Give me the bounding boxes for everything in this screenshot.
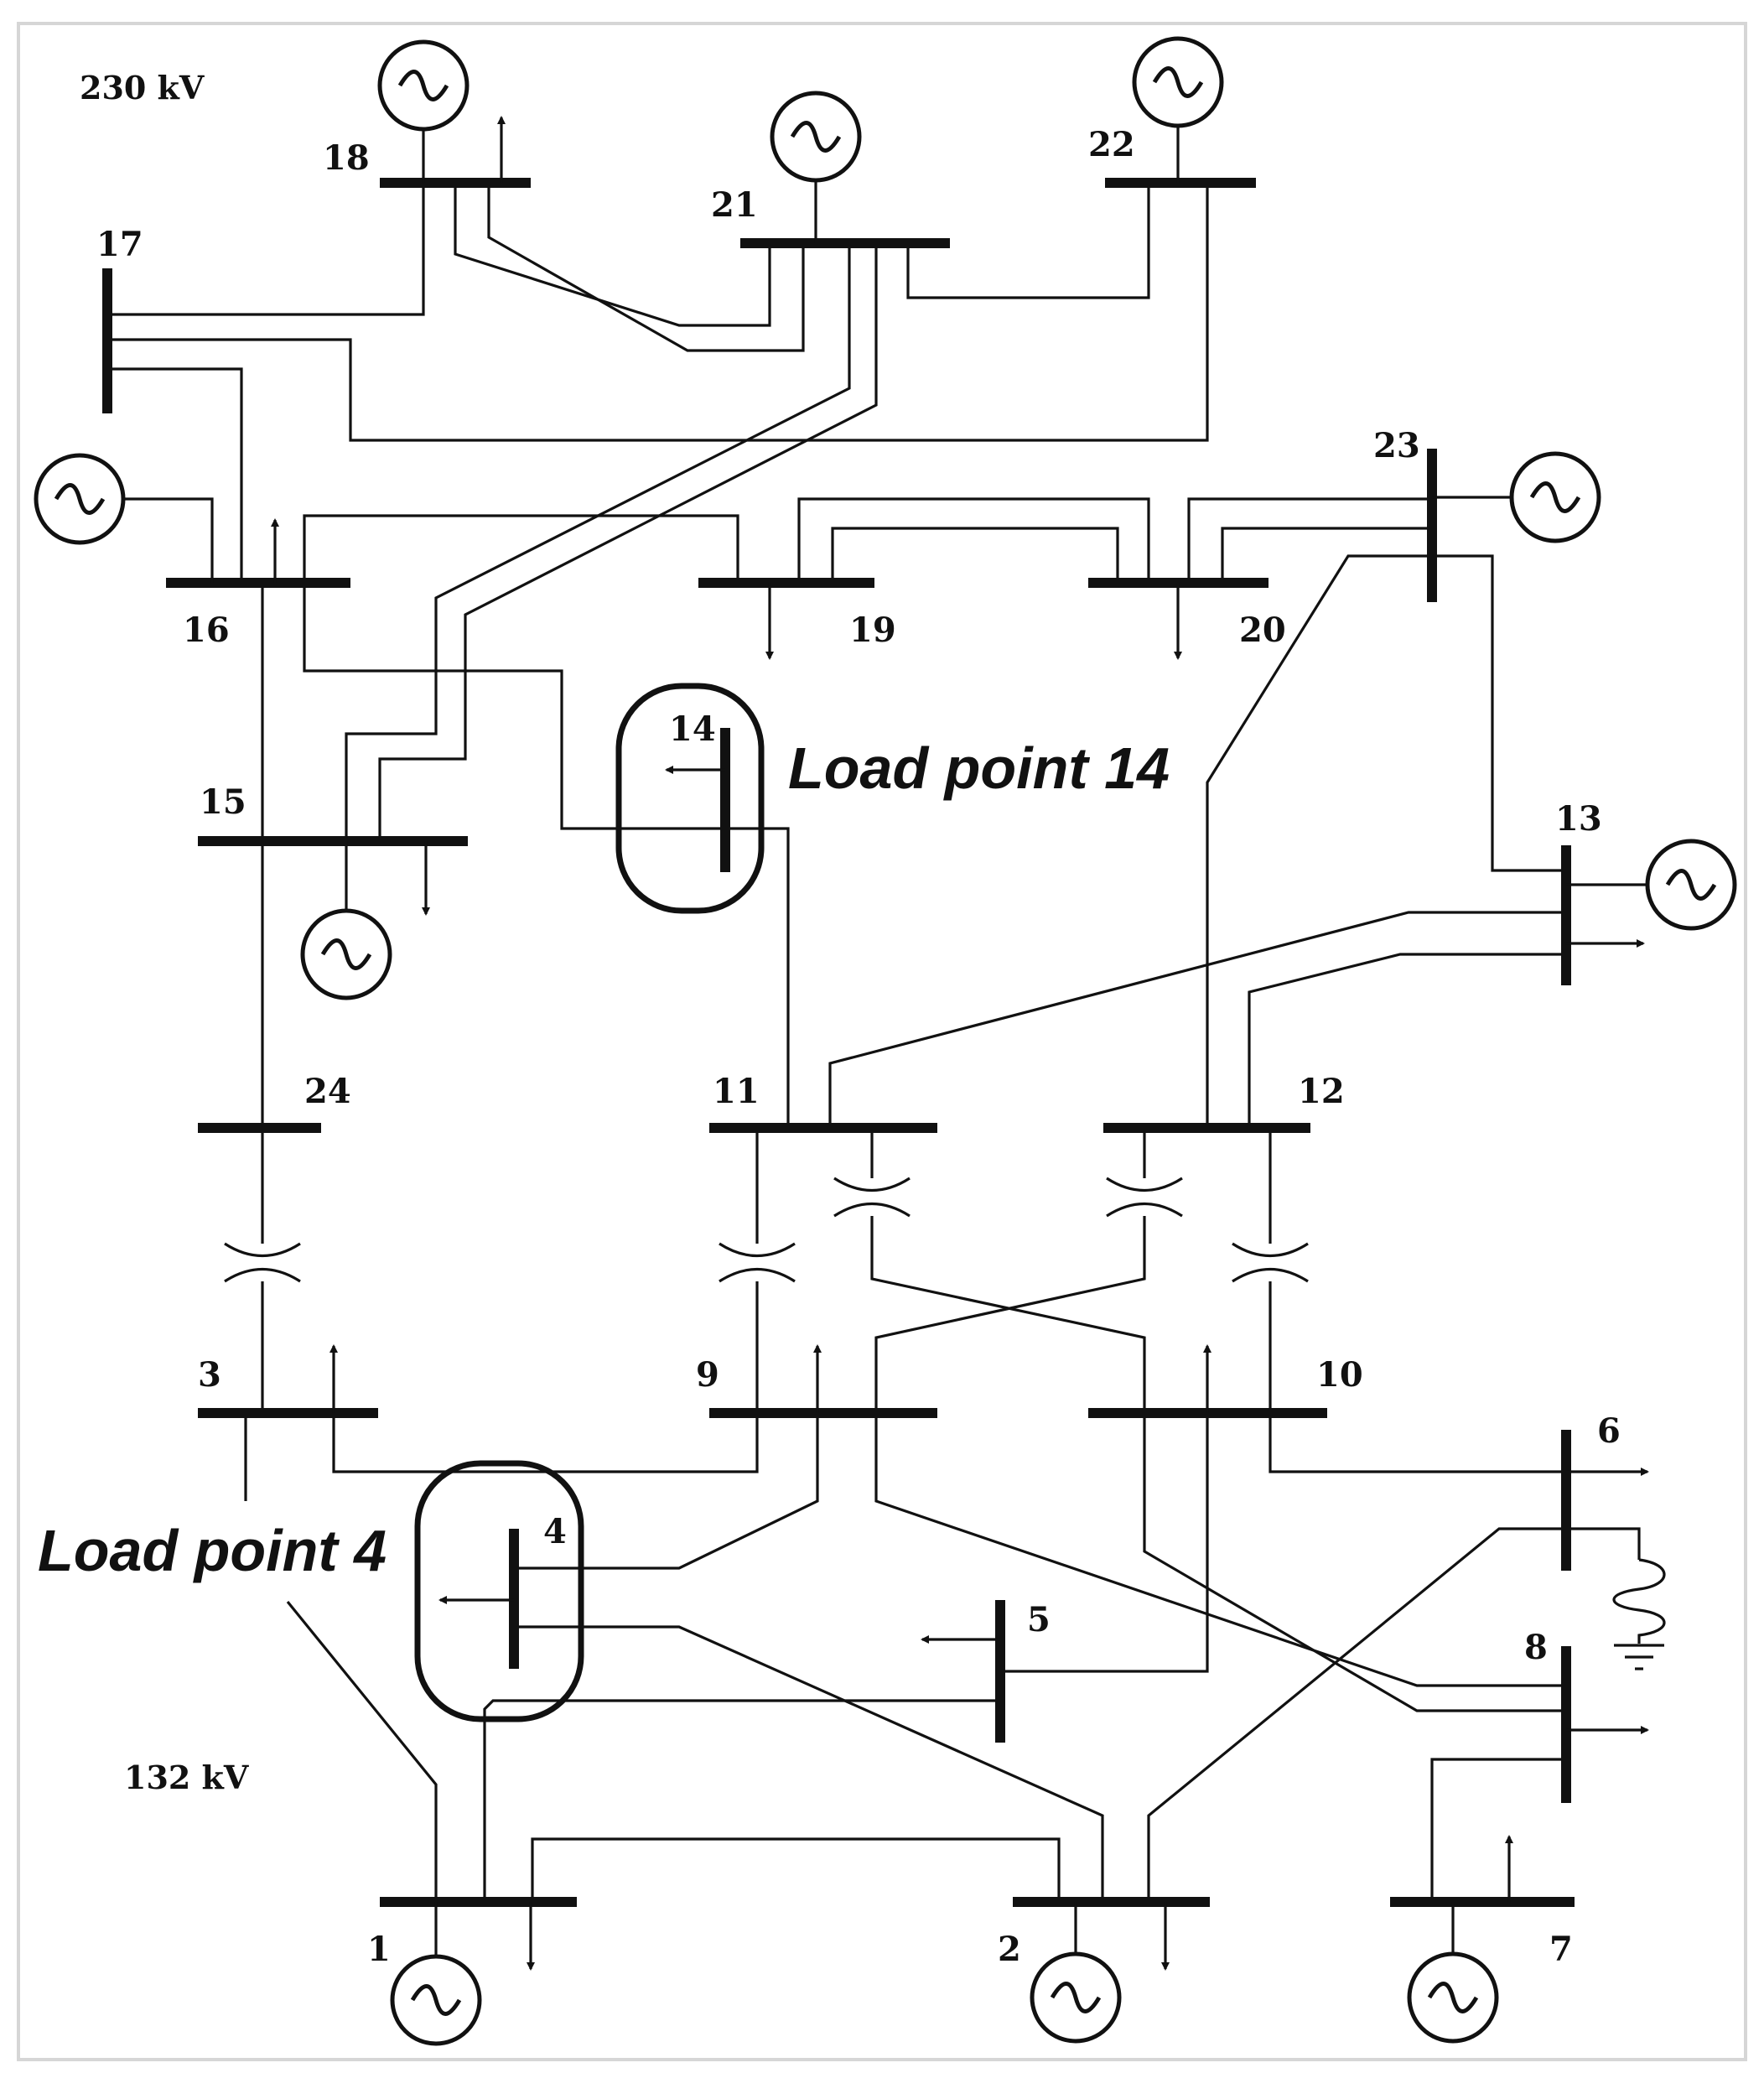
line-19-20-b: [831, 527, 1119, 583]
line-10-8: [1143, 1413, 1566, 1712]
transformer-icon: [719, 1242, 796, 1283]
line-14-11: [725, 827, 790, 1128]
line-9-8: [874, 1413, 1566, 1687]
line-4-2: [514, 1625, 1104, 1902]
bus-label-19: 19: [849, 610, 896, 650]
line-18-21-b: [487, 183, 805, 352]
line-16-19: [303, 514, 739, 583]
generator-icon: [770, 91, 862, 243]
bus-label-17: 17: [96, 225, 143, 264]
bus-label-14: 14: [669, 709, 716, 749]
line-17-18: [107, 183, 425, 316]
transformer-icon: [224, 1242, 301, 1283]
highlight-load-point-4: [414, 1460, 584, 1722]
load-arrows: [271, 116, 1649, 1971]
bus-label-7: 7: [1549, 1930, 1573, 1969]
bus-label-5: 5: [1027, 1600, 1051, 1639]
generator-icon: [34, 453, 214, 583]
generator-icon: [1566, 839, 1737, 931]
line-10-5: [1000, 1413, 1209, 1673]
line-23-12: [1206, 554, 1432, 1128]
generator-icon: [1030, 1902, 1122, 2044]
transformer-symbols: [224, 1177, 1309, 1283]
bus-label-1: 1: [367, 1930, 391, 1969]
annotation-load-point-14: Load point 14: [788, 735, 1170, 801]
line-6-2: [1147, 1527, 1566, 1902]
line-21-15-b: [378, 243, 878, 841]
line-lp4-1: [286, 1600, 438, 1902]
annotation-load-point-4: Load point 4: [38, 1518, 387, 1583]
bus-label-24: 24: [304, 1072, 351, 1111]
bus-label-6: 6: [1597, 1411, 1621, 1451]
line-16-14: [303, 583, 725, 830]
line-20-23-b: [1221, 527, 1432, 583]
line-19-20-a: [797, 497, 1150, 583]
transformer-icon: [1232, 1242, 1309, 1283]
bus-label-10: 10: [1316, 1355, 1363, 1395]
line-3-9: [332, 1413, 759, 1473]
bus-label-9: 9: [696, 1355, 719, 1395]
outer-border: [17, 22, 1747, 2061]
bus-label-11: 11: [713, 1072, 760, 1111]
line-20-23-a: [1187, 497, 1432, 583]
bus-label-12: 12: [1298, 1072, 1345, 1111]
line-13-12: [1248, 953, 1566, 1128]
xfmr-12-9-bottom: [874, 1216, 1146, 1413]
bus-label-22: 22: [1088, 125, 1135, 164]
line-10-6: [1269, 1413, 1566, 1473]
highlight-load-point-14: [615, 683, 765, 914]
line-13-11: [828, 911, 1566, 1128]
voltage-label-132kv: 132 kV: [124, 1759, 250, 1796]
transmission-lines: [107, 183, 1566, 1902]
xfmr-11-10-bottom: [870, 1216, 1146, 1413]
transformer-icon: [833, 1177, 911, 1218]
line-18-21-a: [454, 183, 771, 327]
line-23-13: [1432, 554, 1566, 872]
line-1-2: [531, 1837, 1061, 1902]
bus-label-13: 13: [1555, 799, 1602, 839]
line-9-4: [514, 1413, 819, 1570]
bus-label-20: 20: [1239, 610, 1286, 650]
line-21-15-a: [345, 243, 851, 841]
generator-icon: [1432, 451, 1601, 543]
bus-label-3: 3: [198, 1355, 221, 1395]
bus-label-8: 8: [1524, 1628, 1548, 1667]
generators: [34, 36, 1737, 2046]
bus-label-4: 4: [543, 1512, 567, 1551]
generator-icon: [300, 841, 392, 1000]
line-8-7: [1430, 1758, 1566, 1902]
generator-icon: [1132, 36, 1224, 183]
generator-icon: [1407, 1902, 1499, 2044]
bus-label-15: 15: [200, 782, 246, 822]
line-17-16: [107, 367, 243, 583]
transformer-icon: [1106, 1177, 1183, 1218]
bus-label-2: 2: [998, 1930, 1021, 1969]
bus-label-18: 18: [323, 138, 370, 178]
bus-labels: 18 21 22 17 16 19 20 23 14 15 13 24 11 1…: [96, 125, 1621, 1969]
bus-label-23: 23: [1373, 426, 1420, 465]
generator-icon: [377, 39, 470, 183]
generator-icon: [390, 1902, 482, 2046]
voltage-label-230kv: 230 kV: [80, 69, 205, 107]
bus-label-16: 16: [183, 610, 230, 650]
line-21-22: [906, 183, 1150, 299]
reactor-icon: [1566, 1527, 1666, 1670]
line-5-1: [483, 1699, 1000, 1902]
line-17-22: [107, 183, 1209, 442]
bus-label-21: 21: [711, 185, 758, 225]
